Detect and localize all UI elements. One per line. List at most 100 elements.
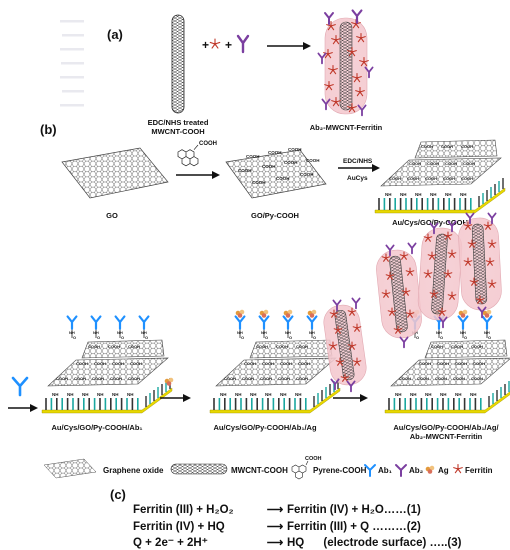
ferritin-core bbox=[344, 377, 346, 379]
cooh-tag: COOH bbox=[421, 144, 433, 149]
ferritin-core bbox=[479, 299, 481, 301]
cooh-tag: COOH bbox=[56, 376, 68, 381]
o-tag: O bbox=[73, 335, 76, 340]
cooh-tag: COOH bbox=[453, 376, 465, 381]
gold-electrode-base bbox=[374, 187, 506, 214]
ferritin-star bbox=[335, 357, 345, 366]
go-sheet bbox=[61, 147, 169, 199]
nh-tag: NH bbox=[280, 392, 287, 397]
nh-tag: NH bbox=[430, 192, 437, 197]
cooh-tag: COOH bbox=[409, 161, 421, 166]
nh-tag: NH bbox=[425, 392, 432, 397]
nh-tag: NH bbox=[235, 392, 242, 397]
ag-particle bbox=[460, 313, 466, 318]
cooh-tag: COOH bbox=[443, 176, 455, 181]
legend-ferritin-swatch bbox=[453, 463, 463, 474]
gold-electrode-base bbox=[384, 391, 510, 414]
cooh-tag: COOH bbox=[473, 361, 485, 366]
mwcnt-caption-line1: EDC/NHS treated bbox=[148, 118, 209, 127]
go-py-cooh-caption: GO/Py-COOH bbox=[251, 211, 299, 220]
cooh-tag: COOH bbox=[399, 376, 411, 381]
nh-tag: NH bbox=[117, 330, 123, 335]
ferritin-star bbox=[331, 96, 341, 107]
ferritin-core bbox=[329, 24, 333, 28]
ferritin-core bbox=[405, 291, 407, 293]
go-layer bbox=[390, 357, 510, 387]
nh-tag: NH bbox=[395, 392, 402, 397]
ferritin-star bbox=[355, 86, 365, 97]
ferritin-core bbox=[326, 52, 330, 56]
eq3-left: Q + 2e⁻ + 2H⁺ bbox=[133, 537, 208, 549]
cooh-tag: COOH bbox=[268, 150, 282, 155]
ferritin-core bbox=[213, 42, 217, 46]
ferritin-core bbox=[491, 243, 493, 245]
ab2-antibody bbox=[385, 244, 395, 257]
ab1-antibody bbox=[306, 315, 318, 330]
ab2-antibody bbox=[447, 220, 457, 233]
nh-tag: NH bbox=[97, 392, 104, 397]
ferritin-core bbox=[334, 100, 338, 104]
cooh-tag: COOH bbox=[246, 154, 260, 159]
mwcnt-tube bbox=[171, 14, 185, 114]
cooh-tag: COOH bbox=[262, 361, 274, 366]
go-layer bbox=[215, 357, 337, 387]
ferritin-core bbox=[447, 273, 449, 275]
eq1-left: Ferritin (III) + H₂O₂ bbox=[133, 504, 234, 516]
ag-particle bbox=[239, 309, 245, 315]
ferritin-star bbox=[453, 463, 463, 474]
nh-tag: NH bbox=[127, 392, 134, 397]
ab1-antibody bbox=[138, 315, 150, 330]
ferritin-core bbox=[471, 243, 473, 245]
reagent-aucys: AuCys bbox=[347, 175, 368, 182]
cooh-tag: COOH bbox=[451, 344, 463, 349]
plus-sign-2: + bbox=[225, 38, 232, 52]
ab1-antibody bbox=[457, 315, 469, 330]
nh-tag: NH bbox=[112, 392, 119, 397]
cooh-tag: COOH bbox=[471, 376, 483, 381]
ferritin-star bbox=[427, 251, 437, 260]
ferritin-core bbox=[451, 253, 453, 255]
equation-2: Ferritin (IV) + HQ⟶Ferritin (III) + Q ……… bbox=[133, 519, 421, 533]
ferritin-star bbox=[447, 291, 457, 300]
reaction-arrow-b2 bbox=[338, 164, 380, 172]
ferritin-core bbox=[358, 90, 362, 94]
go-caption: GO bbox=[106, 211, 118, 220]
cooh-tag: COOH bbox=[296, 344, 308, 349]
ferritin-star bbox=[331, 34, 341, 45]
cooh-tag: COOH bbox=[417, 376, 429, 381]
ferritin-star bbox=[485, 257, 495, 266]
nh-tag: NH bbox=[220, 392, 227, 397]
ab2-antibody bbox=[332, 299, 342, 312]
nh-tag: NH bbox=[415, 192, 422, 197]
ferritin-star bbox=[387, 307, 397, 316]
cooh-tag: COOH bbox=[288, 147, 302, 152]
nh-tag: NH bbox=[484, 330, 490, 335]
ag-particle bbox=[462, 309, 468, 315]
ferritin-core bbox=[456, 467, 460, 471]
ferritin-core bbox=[409, 271, 411, 273]
nh-tag: NH bbox=[67, 392, 74, 397]
legend-pyrene-cooh-tag: COOH bbox=[305, 456, 322, 462]
ag-particle bbox=[309, 313, 315, 318]
ferritin-star bbox=[405, 267, 415, 276]
legend-ag-label: Ag bbox=[438, 466, 449, 475]
ferritin-star bbox=[487, 279, 497, 288]
legend-ferritin-label: Ferritin bbox=[465, 466, 493, 475]
cooh-tag: COOH bbox=[435, 376, 447, 381]
ferritin-core bbox=[397, 329, 399, 331]
panel-b-label: (b) bbox=[40, 122, 57, 137]
ag-addition bbox=[164, 377, 174, 386]
ferritin-core bbox=[333, 313, 335, 315]
reaction-arrow-b3 bbox=[160, 394, 191, 402]
ferritin-star bbox=[326, 20, 336, 31]
ab1-antibody bbox=[258, 315, 270, 330]
cooh-tag: COOH bbox=[280, 361, 292, 366]
ag-particle bbox=[285, 313, 291, 318]
ag-particle bbox=[263, 309, 269, 315]
cooh-tag: COOH bbox=[306, 158, 320, 163]
ferritin-core bbox=[385, 293, 387, 295]
ag-particle bbox=[311, 309, 317, 315]
ferritin-core bbox=[351, 345, 353, 347]
ab2-antibody bbox=[357, 104, 367, 117]
